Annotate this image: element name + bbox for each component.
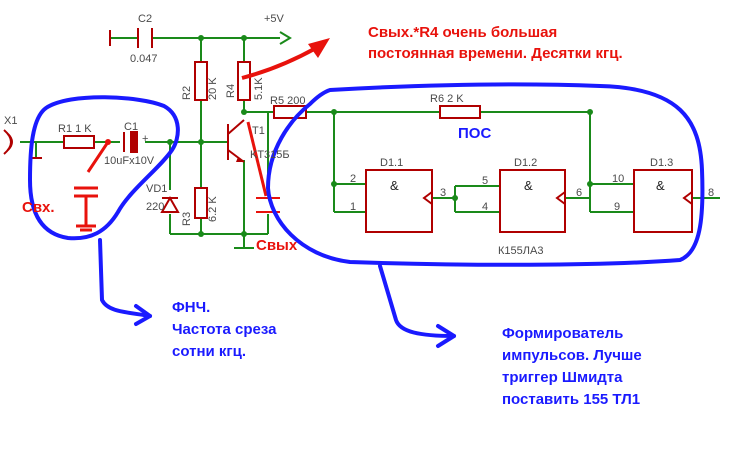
- label-c1: C1: [124, 121, 138, 133]
- r6-body: [439, 105, 481, 119]
- fnch-arrow-head: [134, 304, 152, 326]
- label-vd1: VD1: [146, 183, 167, 195]
- former-line4: поставить 155 ТЛ1: [502, 391, 640, 408]
- label-c2-value: 0.047: [130, 53, 158, 65]
- pin-6: 6: [576, 187, 582, 199]
- label-vcc: +5V: [264, 13, 285, 25]
- pin-2: 2: [350, 173, 356, 185]
- label-r2: R2: [181, 86, 193, 100]
- vd1-diode: [160, 195, 180, 213]
- t1-emitter-arrow: [236, 157, 244, 162]
- r5-body: [273, 105, 307, 119]
- label-c1-plus: +: [142, 133, 148, 145]
- red-arrow-head: [308, 38, 330, 58]
- label-t1: T1: [252, 125, 265, 137]
- gate-d12-body: [499, 169, 566, 233]
- label-x1: X1: [4, 115, 17, 127]
- pin-1: 1: [350, 201, 356, 213]
- pin-3: 3: [440, 187, 446, 199]
- junction-dots: [105, 35, 593, 237]
- gate-d11-body: [365, 169, 433, 233]
- red-note-line2: постоянная времени. Десятки кгц.: [368, 45, 623, 62]
- former-arrow-head: [436, 324, 456, 348]
- r4-body: [237, 61, 251, 101]
- former-line1: Формирователь: [502, 325, 623, 342]
- fnch-line2: Частота среза: [172, 321, 277, 338]
- pin-8: 8: [708, 187, 714, 199]
- label-d11: D1.1: [380, 157, 403, 169]
- label-r4-value: 5.1K: [253, 77, 265, 100]
- gate-d13-symbol: &: [656, 178, 665, 193]
- cout-wire: [246, 121, 268, 197]
- gate-d12-symbol: &: [524, 178, 533, 193]
- label-vd1-value: 220: [146, 201, 164, 213]
- former-outline: [266, 82, 705, 267]
- label-c2: C2: [138, 13, 152, 25]
- red-arrow: [241, 46, 317, 80]
- label-r3: R3: [181, 212, 193, 226]
- r2-body: [194, 61, 208, 101]
- r1-body: [63, 135, 95, 149]
- svyx-label: Свых: [256, 237, 298, 254]
- red-note-line1: Свых.*R4 очень большая: [368, 24, 557, 41]
- pin-10: 10: [612, 173, 624, 185]
- label-chip: К155ЛА3: [498, 245, 543, 257]
- label-r2-value: 20 K: [207, 77, 219, 100]
- former-arrow-line: [378, 264, 456, 338]
- circuit-wires: [20, 31, 720, 249]
- fnch-line1: ФНЧ.: [172, 299, 210, 316]
- label-t1-type: KT315Б: [250, 149, 290, 161]
- pos-label: ПОС: [458, 125, 491, 142]
- label-d12: D1.2: [514, 157, 537, 169]
- components: [3, 28, 693, 233]
- label-c1-value: 10uFx10V: [104, 155, 155, 167]
- blue-annotations: [28, 82, 705, 348]
- label-r1: R1 1 K: [58, 123, 92, 135]
- label-d13: D1.3: [650, 157, 673, 169]
- label-r5: R5 200: [270, 95, 305, 107]
- pin-4: 4: [482, 201, 488, 213]
- former-line3: триггер Шмидта: [502, 369, 623, 386]
- former-line2: импульсов. Лучше: [502, 347, 642, 364]
- pin-9: 9: [614, 201, 620, 213]
- label-r3-value: 6.2 K: [207, 196, 219, 222]
- fnch-outline: [28, 95, 180, 241]
- r3-body: [194, 187, 208, 219]
- gate-d13-body: [633, 169, 693, 233]
- label-r4: R4: [225, 84, 237, 98]
- fnch-arrow-line: [98, 238, 152, 318]
- cin-capacitor: [74, 141, 110, 232]
- svx-label: Свх.: [22, 199, 55, 216]
- pin-5: 5: [482, 175, 488, 187]
- fnch-line3: сотни кгц.: [172, 343, 246, 360]
- gate-d11-symbol: &: [390, 178, 399, 193]
- label-r6: R6 2 K: [430, 93, 464, 105]
